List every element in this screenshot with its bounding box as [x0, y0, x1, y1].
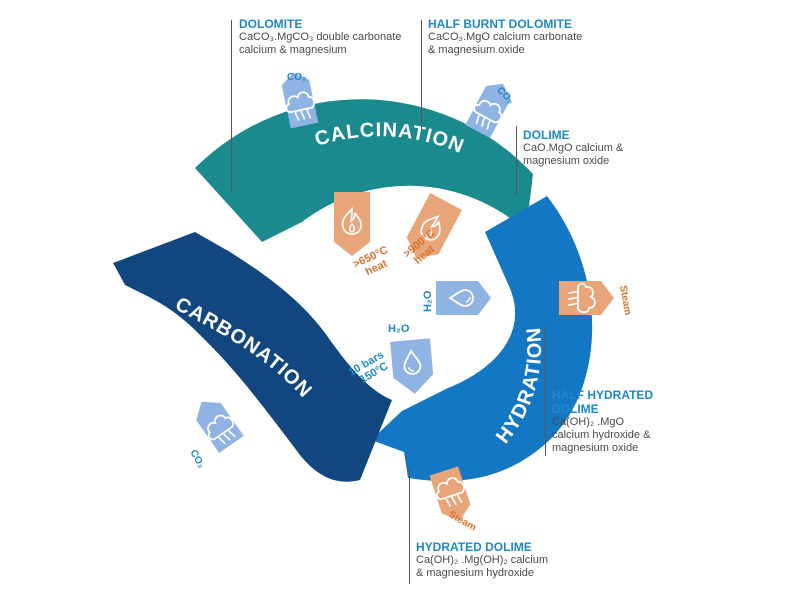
dolime-title: DOLIME	[523, 128, 570, 142]
co2-release-tag-2	[465, 83, 511, 138]
hydrated-dolime-label: HYDRATED DOLIME Ca(OH)₂ .Mg(OH)₂ calcium…	[416, 540, 586, 580]
carbonation-arrow: CARBONATION	[113, 232, 392, 482]
hydrated-dolime-desc-line-2: & magnesium hydroxide	[416, 567, 535, 579]
half-hydrated-dolime-label: HALF HYDRATED DOLIME Ca(OH)₂ .MgO calciu…	[552, 388, 682, 455]
h2o-label-2: H₂O	[388, 323, 410, 335]
calcination-arrow: CALCINATION	[195, 99, 533, 243]
dolime-label: DOLIME CaO.MgO calcium & magnesium oxide	[523, 128, 643, 168]
half-hydrated-dolime-desc-line-3: magnesium oxide	[552, 442, 639, 454]
water-input-tag-1	[436, 281, 491, 315]
half-burnt-dolomite-label: HALF BURNT DOLOMITE CaCO₃.MgO calcium ca…	[428, 17, 608, 57]
dolomite-desc-line-1: CaCO₃.MgCO₃ double carbonate	[239, 31, 402, 43]
steam-release-tag-1	[559, 281, 614, 315]
half-burnt-dolomite-title: HALF BURNT DOLOMITE	[428, 17, 572, 31]
dolime-leader-line	[516, 126, 517, 196]
dolomite-title: DOLOMITE	[239, 17, 303, 31]
co2-label-3: CO₂	[187, 448, 206, 470]
half-hydrated-dolime-desc-line-2: calcium hydroxide &	[552, 429, 651, 441]
co2-release-tag-3	[196, 401, 244, 453]
half-burnt-dolomite-desc-line-1: CaCO₃.MgO calcium carbonate	[428, 31, 583, 43]
heat-650-tag	[334, 192, 370, 256]
half-burnt-dolomite-desc-line-2: & magnesium oxide	[428, 44, 525, 56]
heat-900-tag	[406, 193, 462, 259]
dolime-desc-line-1: CaO.MgO calcium &	[523, 142, 624, 154]
dolomite-desc-line-2: calcium & magnesium	[239, 44, 347, 56]
half-hydrated-dolime-desc-line-1: Ca(OH)₂ .MgO	[552, 416, 625, 428]
co2-label-1: CO₂	[287, 72, 306, 83]
dolomite-label: DOLOMITE CaCO₃.MgCO₃ double carbonate ca…	[239, 17, 414, 57]
half-hydrated-dolime-title-line-1: HALF HYDRATED	[552, 388, 654, 402]
dolomite-leader-line	[231, 20, 232, 192]
half-burnt-dolomite-leader-line	[421, 20, 422, 130]
half-hydrated-dolime-leader-line	[545, 326, 546, 456]
dolime-desc-line-2: magnesium oxide	[523, 155, 610, 167]
h2o-label-1: H₂O	[422, 290, 434, 312]
hydrated-dolime-desc-line-1: Ca(OH)₂ .Mg(OH)₂ calcium	[416, 554, 548, 566]
half-hydrated-dolime-title-line-2: DOLIME	[552, 402, 599, 416]
co2-release-tag-1	[281, 72, 319, 129]
water-input-tag-2	[390, 338, 434, 394]
hydrated-dolime-leader-line	[409, 468, 410, 584]
steam-label-1: Steam	[617, 285, 633, 317]
steam-release-tag-2	[429, 466, 471, 521]
hydrated-dolime-title: HYDRATED DOLIME	[416, 540, 532, 554]
